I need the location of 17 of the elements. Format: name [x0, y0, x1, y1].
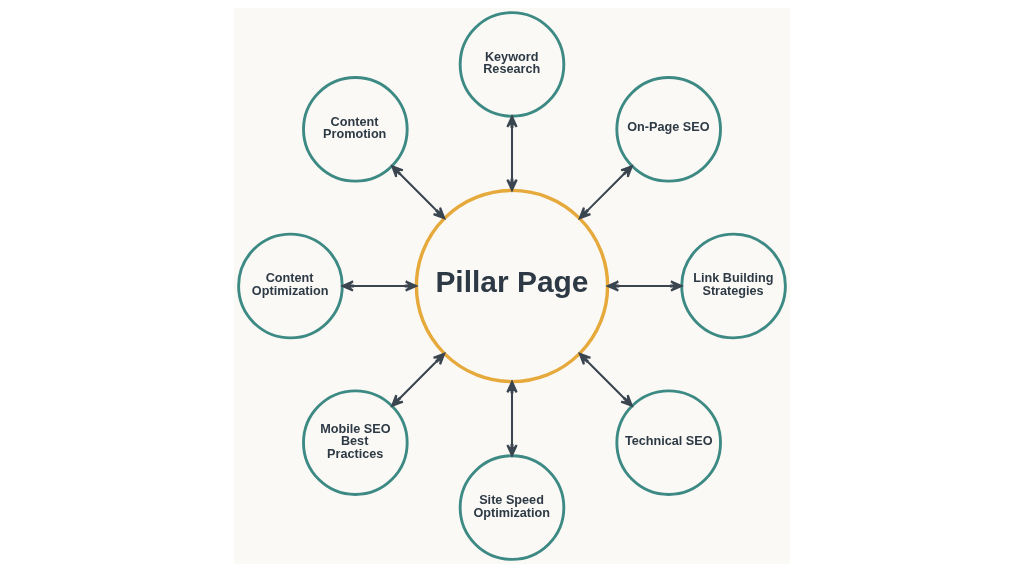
node-circle: On-Page SEO: [615, 76, 722, 183]
arrow: [506, 115, 518, 192]
arrow: [341, 280, 418, 292]
arrow: [506, 380, 518, 457]
node-circle: Keyword Research: [458, 11, 566, 118]
arrow: [578, 352, 633, 407]
node-circle: Link Building Strategies: [680, 232, 787, 340]
node-circle: Technical SEO: [615, 389, 722, 496]
node-circle: Content Promotion: [302, 76, 409, 183]
node-circle: Site Speed Optimization: [458, 454, 566, 561]
node-circle: Content Optimization: [237, 232, 344, 340]
arrow: [391, 165, 446, 220]
node-circle: Mobile SEO Best Practices: [302, 389, 409, 496]
node-circle: Pillar Page: [414, 188, 610, 384]
arrow: [391, 352, 446, 407]
arrow: [606, 280, 683, 292]
arrow: [578, 165, 633, 220]
